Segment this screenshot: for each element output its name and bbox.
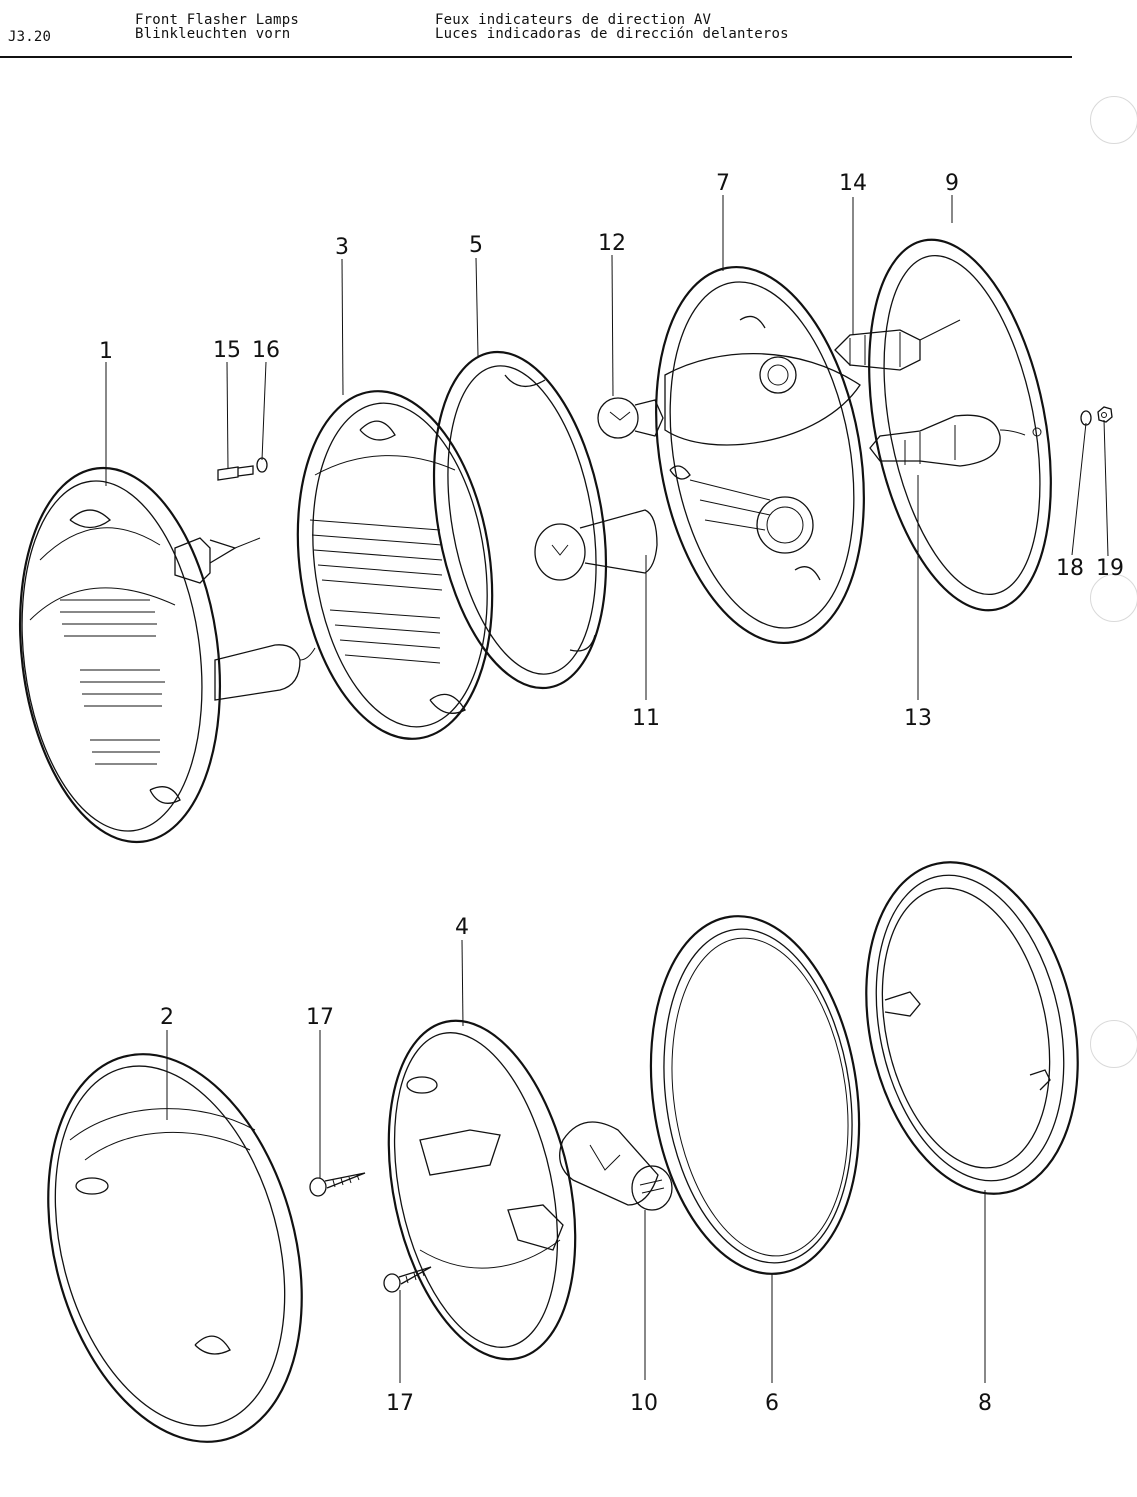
part-13-socket bbox=[869, 414, 1026, 467]
part-7-lamp-body bbox=[655, 265, 865, 645]
part-15-screw bbox=[217, 465, 254, 481]
callout-3: 3 bbox=[335, 235, 349, 260]
callout-1: 1 bbox=[99, 339, 113, 364]
part-18-washer bbox=[1080, 410, 1092, 426]
title-spanish: Luces indicadoras de dirección delantero… bbox=[435, 26, 789, 42]
callout-17-lower: 17 bbox=[386, 1391, 414, 1416]
callout-2: 2 bbox=[160, 1005, 174, 1030]
part-11-bulb bbox=[534, 509, 658, 581]
header-rule bbox=[0, 56, 1072, 58]
part-2-lens bbox=[47, 1053, 303, 1443]
binder-hole bbox=[1090, 1020, 1137, 1068]
part-1-lamp-assembly bbox=[18, 466, 316, 844]
page-code: J3.20 bbox=[8, 29, 52, 45]
part-3-lens bbox=[296, 390, 494, 740]
callout-6: 6 bbox=[765, 1391, 779, 1416]
part-5-gasket bbox=[432, 350, 608, 690]
callout-8: 8 bbox=[978, 1391, 992, 1416]
callout-9: 9 bbox=[945, 171, 959, 196]
part-19-nut bbox=[1097, 406, 1113, 423]
callout-7: 7 bbox=[716, 171, 730, 196]
callout-11: 11 bbox=[632, 706, 660, 731]
part-10-bulb bbox=[559, 1121, 673, 1211]
part-16-washer bbox=[256, 457, 268, 473]
part-6-ring bbox=[649, 915, 861, 1275]
part-9-gasket-ring bbox=[868, 238, 1052, 612]
part-8-bezel bbox=[865, 861, 1079, 1195]
callout-4: 4 bbox=[455, 915, 469, 940]
title-german: Blinkleuchten vorn bbox=[135, 26, 291, 42]
title-french: Feux indicateurs de direction AV bbox=[435, 12, 712, 28]
callout-10: 10 bbox=[630, 1391, 658, 1416]
binder-hole bbox=[1090, 574, 1137, 622]
callout-14: 14 bbox=[839, 171, 867, 196]
part-4-lamp-base bbox=[387, 1019, 577, 1361]
callout-13: 13 bbox=[904, 706, 932, 731]
callout-19: 19 bbox=[1096, 556, 1124, 581]
callout-16: 16 bbox=[252, 338, 280, 363]
part-17-screw-lower bbox=[383, 1266, 432, 1293]
callout-17-upper: 17 bbox=[306, 1005, 334, 1030]
callout-12: 12 bbox=[598, 231, 626, 256]
title-english: Front Flasher Lamps bbox=[135, 12, 299, 28]
callout-15: 15 bbox=[213, 338, 241, 363]
callout-numbers: 1 3 5 12 7 14 9 15 16 11 13 18 19 2 17 4… bbox=[99, 171, 1124, 1416]
leader-lines bbox=[105, 195, 1109, 1383]
part-12-bulb bbox=[597, 397, 664, 439]
part-17-screw-upper bbox=[309, 1172, 366, 1197]
callout-5: 5 bbox=[469, 233, 483, 258]
part-14-socket bbox=[834, 319, 961, 371]
binder-hole bbox=[1090, 96, 1137, 144]
callout-18: 18 bbox=[1056, 556, 1084, 581]
